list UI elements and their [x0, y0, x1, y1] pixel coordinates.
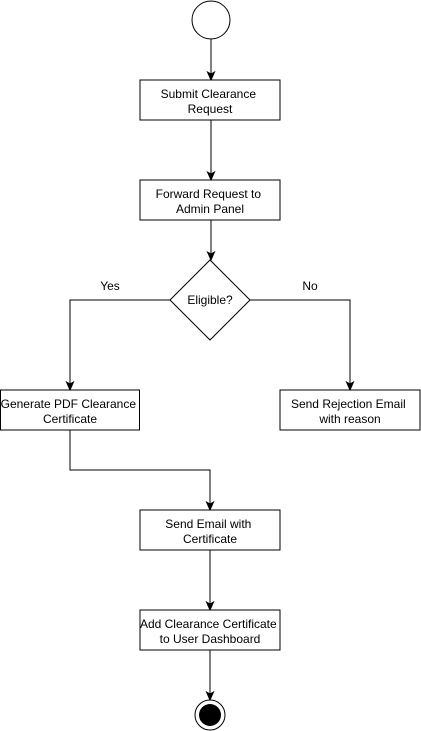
send-email-label: Send Email with Certificate [165, 517, 254, 546]
rejection-email-node [279, 389, 421, 431]
arrowhead-forward-to-decision [206, 250, 216, 262]
generate-certificate-node [0, 389, 140, 431]
forward-request-label: Forward Request to Admin Panel [156, 187, 265, 216]
forward-request-node [139, 179, 281, 221]
edge-no-branch [250, 299, 351, 384]
yes-label: Yes [100, 279, 120, 293]
start-node [191, 0, 231, 40]
send-email-node [139, 509, 281, 551]
generate-certificate-label: Generate PDF Clearance Certificate [1, 397, 140, 426]
edge-generate-to-send-email [69, 430, 211, 504]
edge-yes-branch [69, 299, 170, 384]
arrowhead-generate-to-send-email [205, 500, 215, 512]
dashboard-node [139, 609, 281, 651]
arrowhead-submit-to-forward [206, 170, 216, 182]
eligible-decision-label: Eligible? [187, 293, 233, 307]
arrowhead-dashboard-to-end [205, 690, 215, 702]
arrowhead-no-branch [345, 380, 355, 392]
submit-request-label: Submit Clearance Request [161, 87, 260, 116]
arrowhead-send-email-to-dashboard [205, 600, 215, 612]
end-node-inner [199, 704, 221, 726]
dashboard-label: Add Clearance Certificate to User Dashbo… [140, 617, 280, 646]
rejection-email-label: Send Rejection Email with reason [291, 397, 409, 426]
arrowhead-start-to-submit [206, 70, 216, 82]
arrowhead-yes-branch [65, 380, 75, 392]
submit-request-node [139, 79, 281, 121]
no-label: No [302, 279, 318, 293]
eligible-decision-node [169, 259, 251, 341]
